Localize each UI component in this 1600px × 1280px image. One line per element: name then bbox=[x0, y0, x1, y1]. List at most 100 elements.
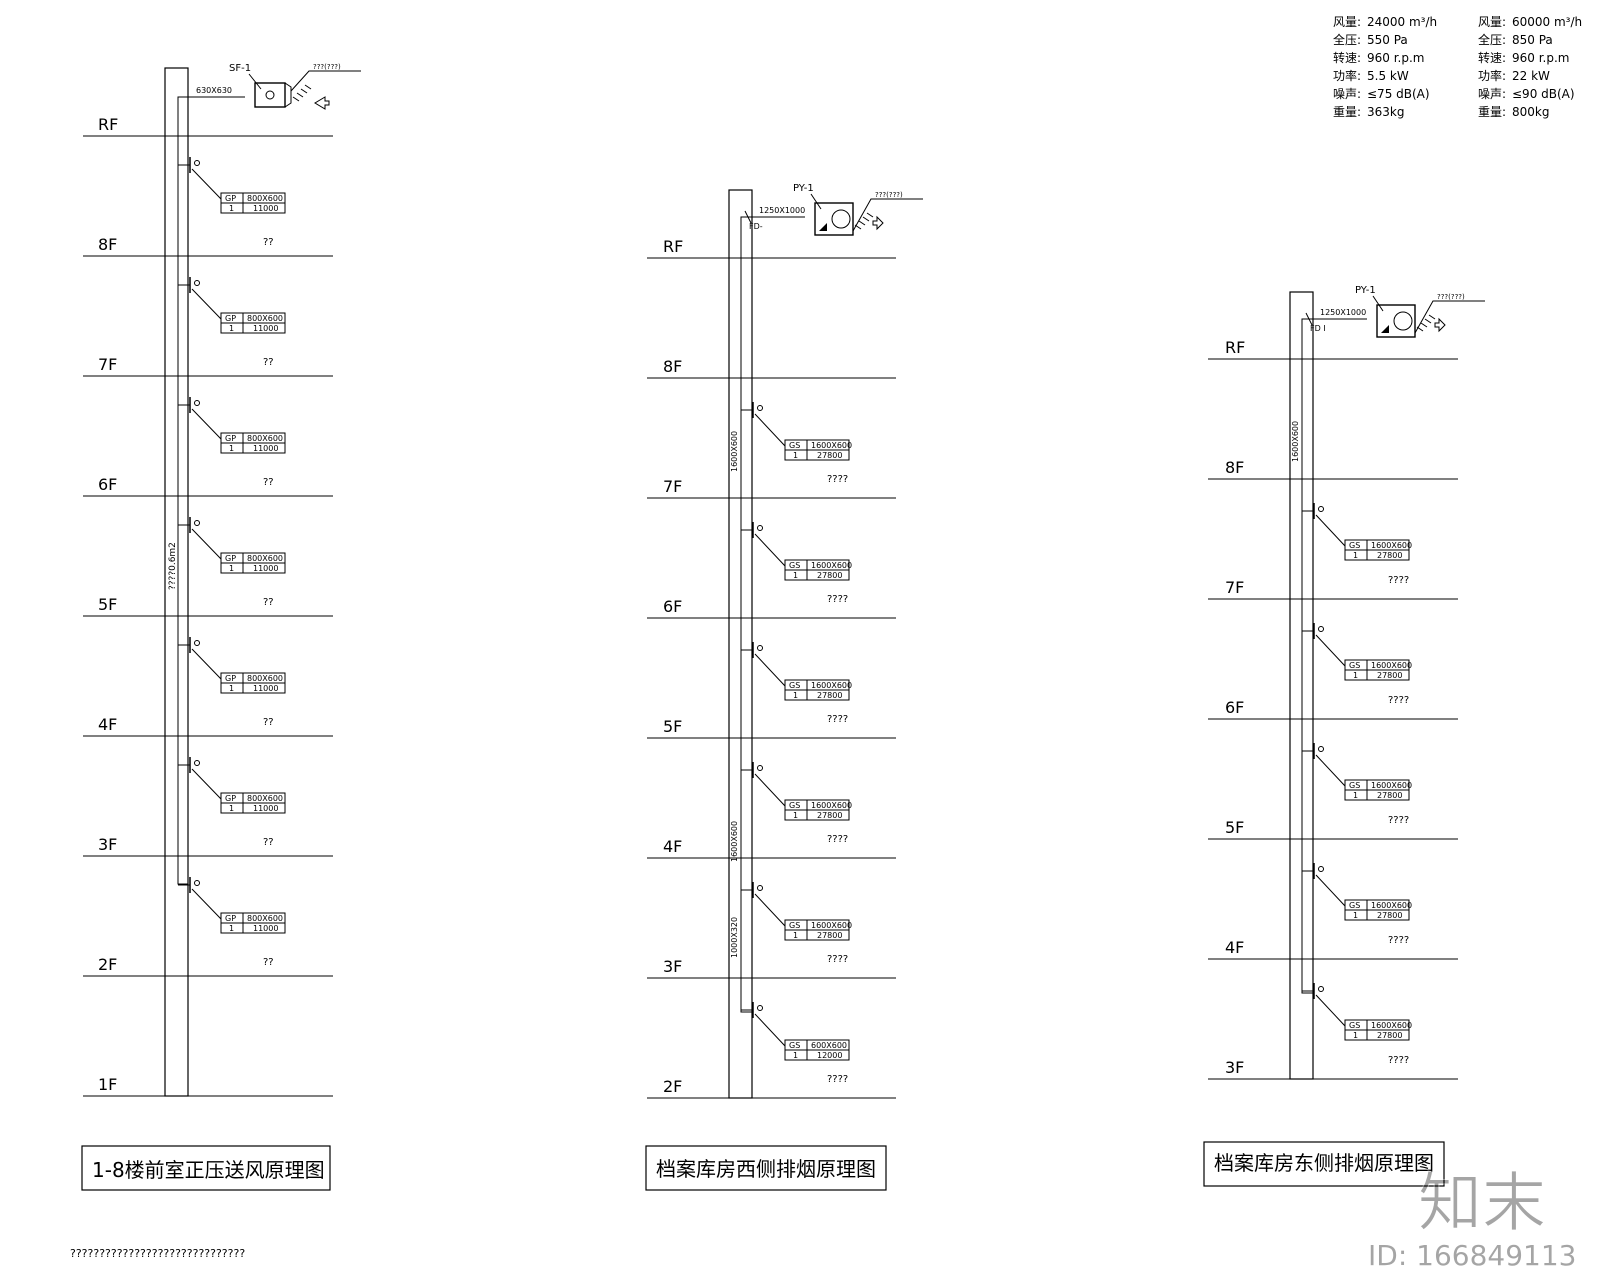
floor-label: 1F bbox=[98, 1075, 117, 1094]
outlet-note: ?? bbox=[263, 957, 274, 968]
outlet-note: ???? bbox=[827, 1074, 848, 1085]
spec-right-label: 功率: bbox=[1478, 68, 1506, 83]
fan-unit bbox=[254, 82, 292, 108]
leader-line bbox=[191, 888, 222, 920]
spec-left-label: 功率: bbox=[1333, 68, 1361, 83]
floor-label: 3F bbox=[663, 957, 682, 976]
outlet-qty: 1 bbox=[793, 451, 798, 460]
spec-right-label: 重量: bbox=[1478, 105, 1506, 119]
outlet-airflow: 11000 bbox=[253, 924, 278, 933]
floor-label: 2F bbox=[663, 1077, 682, 1096]
shaft-size-label: 1600X600 bbox=[730, 431, 739, 472]
leader-line bbox=[1315, 514, 1346, 547]
spec-right-label: 噪声: bbox=[1478, 87, 1506, 101]
outlet-airflow: 11000 bbox=[253, 804, 278, 813]
shaft-size-label: 1000X320 bbox=[730, 917, 739, 958]
leader-line bbox=[1315, 754, 1346, 787]
louver-note: ???(???) bbox=[313, 63, 341, 71]
floor-label: 8F bbox=[1225, 458, 1244, 477]
outlet-qty: 1 bbox=[793, 931, 798, 940]
outlet-qty: 1 bbox=[1353, 671, 1358, 680]
louver-blade bbox=[304, 84, 312, 90]
outlet-type: GP bbox=[225, 674, 236, 683]
spec-left-label: 重量: bbox=[1333, 105, 1361, 119]
outlet-type: GS bbox=[789, 1041, 800, 1050]
leader-line bbox=[754, 413, 786, 447]
diagram-west-smoke-exhaust: RF8F7F6F5F4F3F2FPY-11250X1000FD-???(???)… bbox=[645, 183, 923, 1191]
air-shaft bbox=[728, 189, 753, 1099]
outlet-qty: 1 bbox=[1353, 1031, 1358, 1040]
leader-line bbox=[754, 1013, 786, 1047]
spec-right-value: 22 kW bbox=[1512, 69, 1550, 83]
louver-blade bbox=[292, 96, 300, 102]
duct-size-label: 1250X1000 bbox=[759, 206, 805, 215]
louver-blade bbox=[1428, 314, 1436, 320]
outlet-note: ???? bbox=[1388, 815, 1409, 826]
floor-label: RF bbox=[663, 237, 683, 256]
watermark: 知末 ID: 166849113 bbox=[1368, 1167, 1576, 1273]
outlet-note: ???? bbox=[1388, 935, 1409, 946]
outlet-type: GS bbox=[789, 561, 800, 570]
floor-label: 7F bbox=[1225, 578, 1244, 597]
outlet-type: GP bbox=[225, 794, 236, 803]
outlet-note: ???? bbox=[827, 594, 848, 605]
spec-left-value: 24000 m³/h bbox=[1367, 15, 1437, 29]
floor-label: 6F bbox=[1225, 698, 1244, 717]
outlet-type: GS bbox=[1349, 781, 1360, 790]
shaft-size-label: 1600X600 bbox=[730, 821, 739, 862]
shaft-note: ????0.6m2 bbox=[168, 542, 178, 590]
riser-duct bbox=[740, 216, 805, 1013]
floor-label: 3F bbox=[98, 835, 117, 854]
outlet-type: GP bbox=[225, 314, 236, 323]
outlet-qty: 1 bbox=[229, 804, 234, 813]
spec-left-value: 960 r.p.m bbox=[1367, 51, 1425, 65]
duct-size-label: 1250X1000 bbox=[1320, 308, 1366, 317]
spec-right-value: 800kg bbox=[1512, 105, 1549, 119]
spec-right-value: 60000 m³/h bbox=[1512, 15, 1582, 29]
outlet-note: ?? bbox=[263, 357, 274, 368]
spec-left-value: 550 Pa bbox=[1367, 33, 1408, 47]
outlet-size: 1600X600 bbox=[811, 801, 852, 810]
outlet-size: 1600X600 bbox=[811, 921, 852, 930]
outlet-note: ???? bbox=[827, 474, 848, 485]
floor-label: 7F bbox=[98, 355, 117, 374]
leader-line bbox=[191, 408, 222, 440]
leader-line bbox=[754, 533, 786, 567]
outlet-type: GS bbox=[789, 921, 800, 930]
outlet-note: ?? bbox=[263, 597, 274, 608]
floor-label: 2F bbox=[98, 955, 117, 974]
louver-note: ???(???) bbox=[875, 191, 903, 199]
outlet-airflow: 11000 bbox=[253, 564, 278, 573]
outlet-size: 1600X600 bbox=[1371, 541, 1412, 550]
outlet-note: ?? bbox=[263, 477, 274, 488]
outlet-airflow: 11000 bbox=[253, 204, 278, 213]
spec-left-value: ≤75 dB(A) bbox=[1367, 87, 1430, 101]
outlet-airflow: 27800 bbox=[1377, 791, 1402, 800]
fire-damper-tag: FD I bbox=[1310, 324, 1326, 333]
title-box bbox=[1203, 1141, 1445, 1187]
leader-line bbox=[754, 773, 786, 807]
spec-left-value: 363kg bbox=[1367, 105, 1404, 119]
outlet-airflow: 27800 bbox=[817, 451, 842, 460]
outlet-size: 1600X600 bbox=[1371, 901, 1412, 910]
outlet-airflow: 11000 bbox=[253, 324, 278, 333]
air-shaft bbox=[1289, 291, 1314, 1080]
leader-line bbox=[248, 73, 262, 90]
leader-line bbox=[191, 768, 222, 800]
spec-left-label: 全压: bbox=[1333, 32, 1361, 47]
floor-label: 6F bbox=[663, 597, 682, 616]
outlet-size: 1600X600 bbox=[811, 561, 852, 570]
diagram-title: 档案库房东侧排烟原理图 bbox=[1214, 1151, 1434, 1175]
outlet-qty: 1 bbox=[229, 324, 234, 333]
leader-line bbox=[191, 648, 222, 680]
floor-label: 5F bbox=[1225, 818, 1244, 837]
watermark-id: ID: 166849113 bbox=[1368, 1239, 1576, 1272]
outlet-size: 800X600 bbox=[247, 674, 283, 683]
leader-line bbox=[1372, 295, 1384, 312]
